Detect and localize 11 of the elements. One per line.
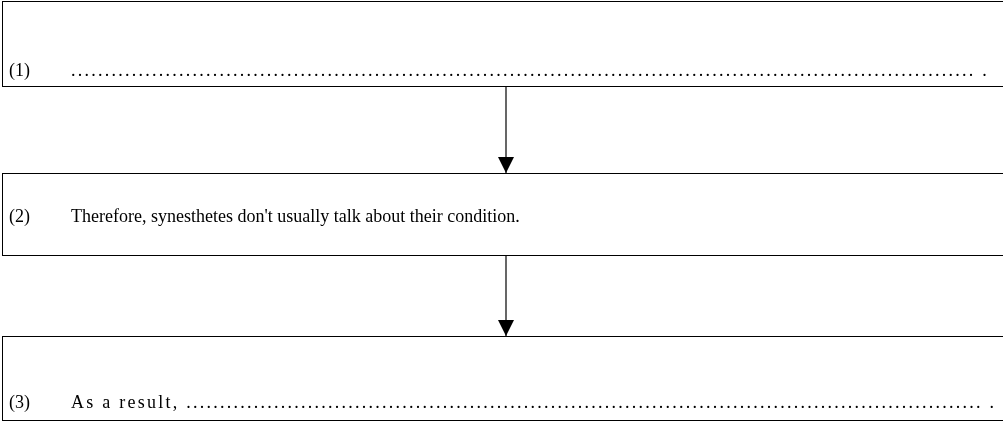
process-box <box>2 1 1003 87</box>
step-number: (2) <box>9 205 30 227</box>
process-box <box>2 336 1003 421</box>
step-number: (3) <box>9 391 30 413</box>
statement-text: Therefore, synesthetes don't usually talk about their condition. <box>71 205 520 227</box>
fill-in-line: As a result, ...................................................................................................................... . <box>71 391 997 413</box>
process-box <box>2 173 1003 256</box>
arrow <box>498 86 514 174</box>
fill-in-line: ...................................................................................................................................... . <box>71 59 989 81</box>
arrow <box>498 255 514 337</box>
step-number: (1) <box>9 59 30 81</box>
